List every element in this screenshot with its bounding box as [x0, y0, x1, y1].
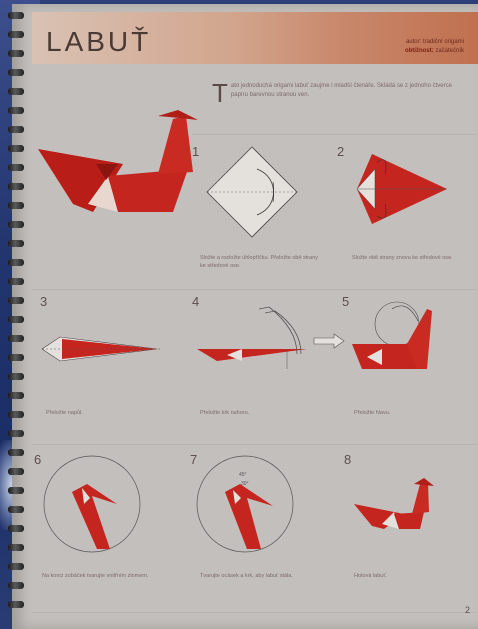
intro-dropcap: T — [212, 82, 228, 104]
svg-text:45°: 45° — [239, 472, 247, 478]
meta-difficulty: obtížnost: začátečník — [314, 47, 464, 56]
step7-diagram: 45° 30° — [195, 454, 295, 554]
binding-ring — [8, 164, 24, 171]
divider — [32, 444, 476, 445]
step5-diagram — [352, 299, 442, 374]
step-number: 3 — [40, 294, 47, 309]
step3-diagram — [42, 329, 162, 369]
step-number: 6 — [34, 452, 41, 467]
svg-text:30°: 30° — [241, 481, 249, 487]
binding-ring — [8, 449, 24, 456]
divider — [192, 134, 476, 135]
binding-ring — [8, 183, 24, 190]
step-caption: Složte obě strany znovu ke středové ose. — [352, 254, 472, 262]
binding-ring — [8, 411, 24, 418]
divider — [32, 289, 476, 290]
binding-ring — [8, 240, 24, 247]
binding-ring — [8, 259, 24, 266]
step8-diagram — [354, 474, 434, 534]
meta-difficulty-value: začátečník — [435, 48, 464, 54]
meta-difficulty-label: obtížnost: — [405, 48, 434, 54]
binding-ring — [8, 563, 24, 570]
step-caption: Hotová labuť. — [354, 572, 474, 580]
step-number: 2 — [337, 144, 344, 159]
step4-diagram — [197, 299, 317, 379]
step-caption: Přeložte krk nahoru. — [200, 409, 320, 417]
spiral-binding — [8, 0, 24, 629]
step-number: 5 — [342, 294, 349, 309]
binding-ring — [8, 430, 24, 437]
meta-author: autor: tradiční origami — [314, 38, 464, 47]
binding-ring — [8, 126, 24, 133]
step-caption: Tvarujte ocásek a krk, aby labuť stála. — [200, 572, 320, 580]
binding-ring — [8, 335, 24, 342]
binding-ring — [8, 392, 24, 399]
step1-diagram — [207, 147, 297, 237]
binding-ring — [8, 50, 24, 57]
book-page: LABUŤ autor: tradiční origami obtížnost:… — [12, 4, 478, 629]
step-caption: Na konci zobáček tvarujte vnitřním zlome… — [42, 572, 162, 580]
binding-ring — [8, 544, 24, 551]
arrow-right-icon — [314, 334, 344, 348]
intro-text: ato jednoduchá origami labuť zaujme i ml… — [231, 83, 452, 98]
binding-ring — [8, 506, 24, 513]
binding-ring — [8, 12, 24, 19]
header-meta: autor: tradiční origami obtížnost: začát… — [314, 38, 464, 56]
step-number: 8 — [344, 452, 351, 467]
binding-ring — [8, 601, 24, 608]
binding-ring — [8, 316, 24, 323]
step-number: 1 — [192, 144, 199, 159]
page-header: LABUŤ autor: tradiční origami obtížnost:… — [32, 12, 478, 64]
divider — [32, 612, 476, 613]
binding-ring — [8, 354, 24, 361]
binding-ring — [8, 468, 24, 475]
binding-ring — [8, 145, 24, 152]
binding-ring — [8, 525, 24, 532]
step-caption: Složte a rozložte úhlopříčku. Přeložte o… — [200, 254, 320, 270]
step2-diagram — [347, 154, 457, 234]
binding-ring — [8, 297, 24, 304]
binding-ring — [8, 202, 24, 209]
binding-ring — [8, 278, 24, 285]
binding-ring — [8, 582, 24, 589]
binding-ring — [8, 221, 24, 228]
binding-ring — [8, 31, 24, 38]
binding-ring — [8, 88, 24, 95]
step-caption: Přeložte napůl. — [46, 409, 166, 417]
page-number: 2 — [465, 605, 470, 615]
swan-hero-illustration — [28, 104, 198, 214]
step6-diagram — [42, 454, 142, 554]
binding-ring — [8, 107, 24, 114]
page-title: LABUŤ — [46, 26, 151, 58]
step-caption: Přeložte hlavu. — [354, 409, 474, 417]
binding-ring — [8, 487, 24, 494]
binding-ring — [8, 69, 24, 76]
binding-ring — [8, 373, 24, 380]
